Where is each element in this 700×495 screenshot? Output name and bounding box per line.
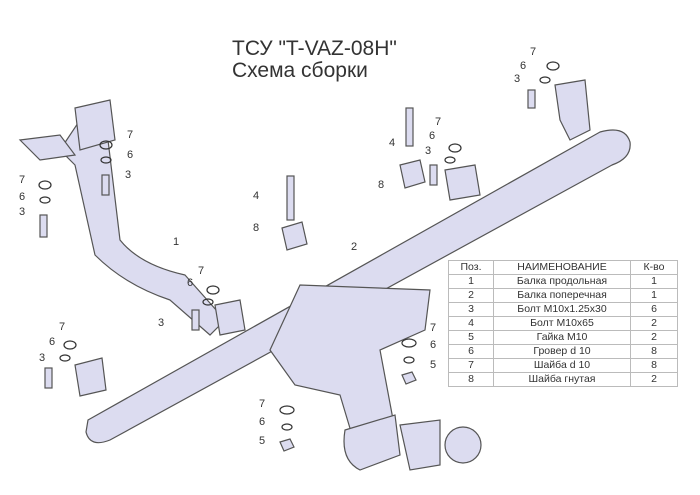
column-header: К-во xyxy=(630,260,678,275)
callout-label: 1 xyxy=(173,236,179,248)
table-cell: Балка продольная xyxy=(493,274,631,289)
bolt-4 xyxy=(405,107,414,147)
table-cell: 1 xyxy=(448,274,494,289)
callout-label: 3 xyxy=(514,73,520,85)
table-cell: 8 xyxy=(448,372,494,387)
diagram-subtitle: Схема сборки xyxy=(232,59,368,82)
callout-label: 2 xyxy=(351,241,357,253)
column-header: НАИМЕНОВАНИЕ xyxy=(493,260,631,275)
ball-neck xyxy=(399,419,441,471)
bracket xyxy=(74,99,116,151)
table-cell: Гровер d 10 xyxy=(493,344,631,359)
bracket xyxy=(214,299,246,336)
bolt-3 xyxy=(527,89,536,109)
callout-label: 6 xyxy=(430,339,436,351)
table-cell: 6 xyxy=(448,344,494,359)
callout-label: 7 xyxy=(259,398,265,410)
callout-label: 8 xyxy=(378,179,384,191)
callout-label: 7 xyxy=(530,46,536,58)
nut-5 xyxy=(401,371,417,385)
longitudinal-beam xyxy=(59,114,226,336)
callout-label: 7 xyxy=(430,322,436,334)
callout-label: 3 xyxy=(19,206,25,218)
bolt-3 xyxy=(39,214,48,238)
table-cell: Болт М10х65 xyxy=(493,316,631,331)
bracket xyxy=(74,357,107,397)
table-cell: Балка поперечная xyxy=(493,288,631,303)
table-cell: 2 xyxy=(448,288,494,303)
bolt-3 xyxy=(429,164,438,186)
table-cell: Гайка М10 xyxy=(493,330,631,345)
bracket xyxy=(554,79,591,141)
callout-label: 5 xyxy=(259,435,265,447)
bolt-4 xyxy=(286,175,295,221)
callout-label: 3 xyxy=(158,317,164,329)
washers xyxy=(38,61,560,431)
callout-label: 7 xyxy=(127,129,133,141)
table-cell: 2 xyxy=(630,316,678,331)
callout-label: 3 xyxy=(425,145,431,157)
curved-washer-8 xyxy=(399,159,426,189)
nut-5 xyxy=(279,438,295,452)
callout-label: 6 xyxy=(187,277,193,289)
callout-label: 6 xyxy=(19,191,25,203)
callout-label: 6 xyxy=(520,60,526,72)
callout-label: 6 xyxy=(259,416,265,428)
table-cell: 2 xyxy=(630,372,678,387)
diagram-title: ТСУ "T-VAZ-08H" xyxy=(232,37,397,60)
callout-label: 6 xyxy=(49,336,55,348)
callout-label: 7 xyxy=(198,265,204,277)
callout-label: 7 xyxy=(19,174,25,186)
cross-beam xyxy=(85,129,631,444)
callout-label: 4 xyxy=(389,137,395,149)
callout-label: 8 xyxy=(253,222,259,234)
callout-label: 7 xyxy=(59,321,65,333)
table-cell: 7 xyxy=(448,358,494,373)
ball-mount-plate xyxy=(343,414,401,471)
table-cell: 1 xyxy=(630,274,678,289)
table-header-row: Поз. НАИМЕНОВАНИЕ К-во xyxy=(448,260,678,275)
bolt-3 xyxy=(101,174,110,196)
callout-label: 3 xyxy=(125,169,131,181)
bolt-3 xyxy=(191,309,200,331)
table-cell: 8 xyxy=(630,344,678,359)
callout-label: 3 xyxy=(39,352,45,364)
table-cell: Болт М10х1.25х30 xyxy=(493,302,631,317)
table-cell: Шайба d 10 xyxy=(493,358,631,373)
tow-ball xyxy=(444,426,482,464)
bracket xyxy=(444,164,481,201)
table-cell: 8 xyxy=(630,358,678,373)
callout-label: 6 xyxy=(429,130,435,142)
table-cell: 3 xyxy=(448,302,494,317)
center-mount xyxy=(269,284,431,446)
table-cell: 4 xyxy=(448,316,494,331)
callout-label: 5 xyxy=(430,359,436,371)
callout-label: 7 xyxy=(435,116,441,128)
callout-label: 4 xyxy=(253,190,259,202)
bolt-3 xyxy=(44,367,53,389)
table-cell: 6 xyxy=(630,302,678,317)
table-cell: 1 xyxy=(630,288,678,303)
table-cell: 5 xyxy=(448,330,494,345)
callout-label: 6 xyxy=(127,149,133,161)
curved-washer-8 xyxy=(281,221,308,251)
bracket xyxy=(18,134,77,161)
table-cell: 2 xyxy=(630,330,678,345)
column-header: Поз. xyxy=(448,260,494,275)
table-cell: Шайба гнутая xyxy=(493,372,631,387)
